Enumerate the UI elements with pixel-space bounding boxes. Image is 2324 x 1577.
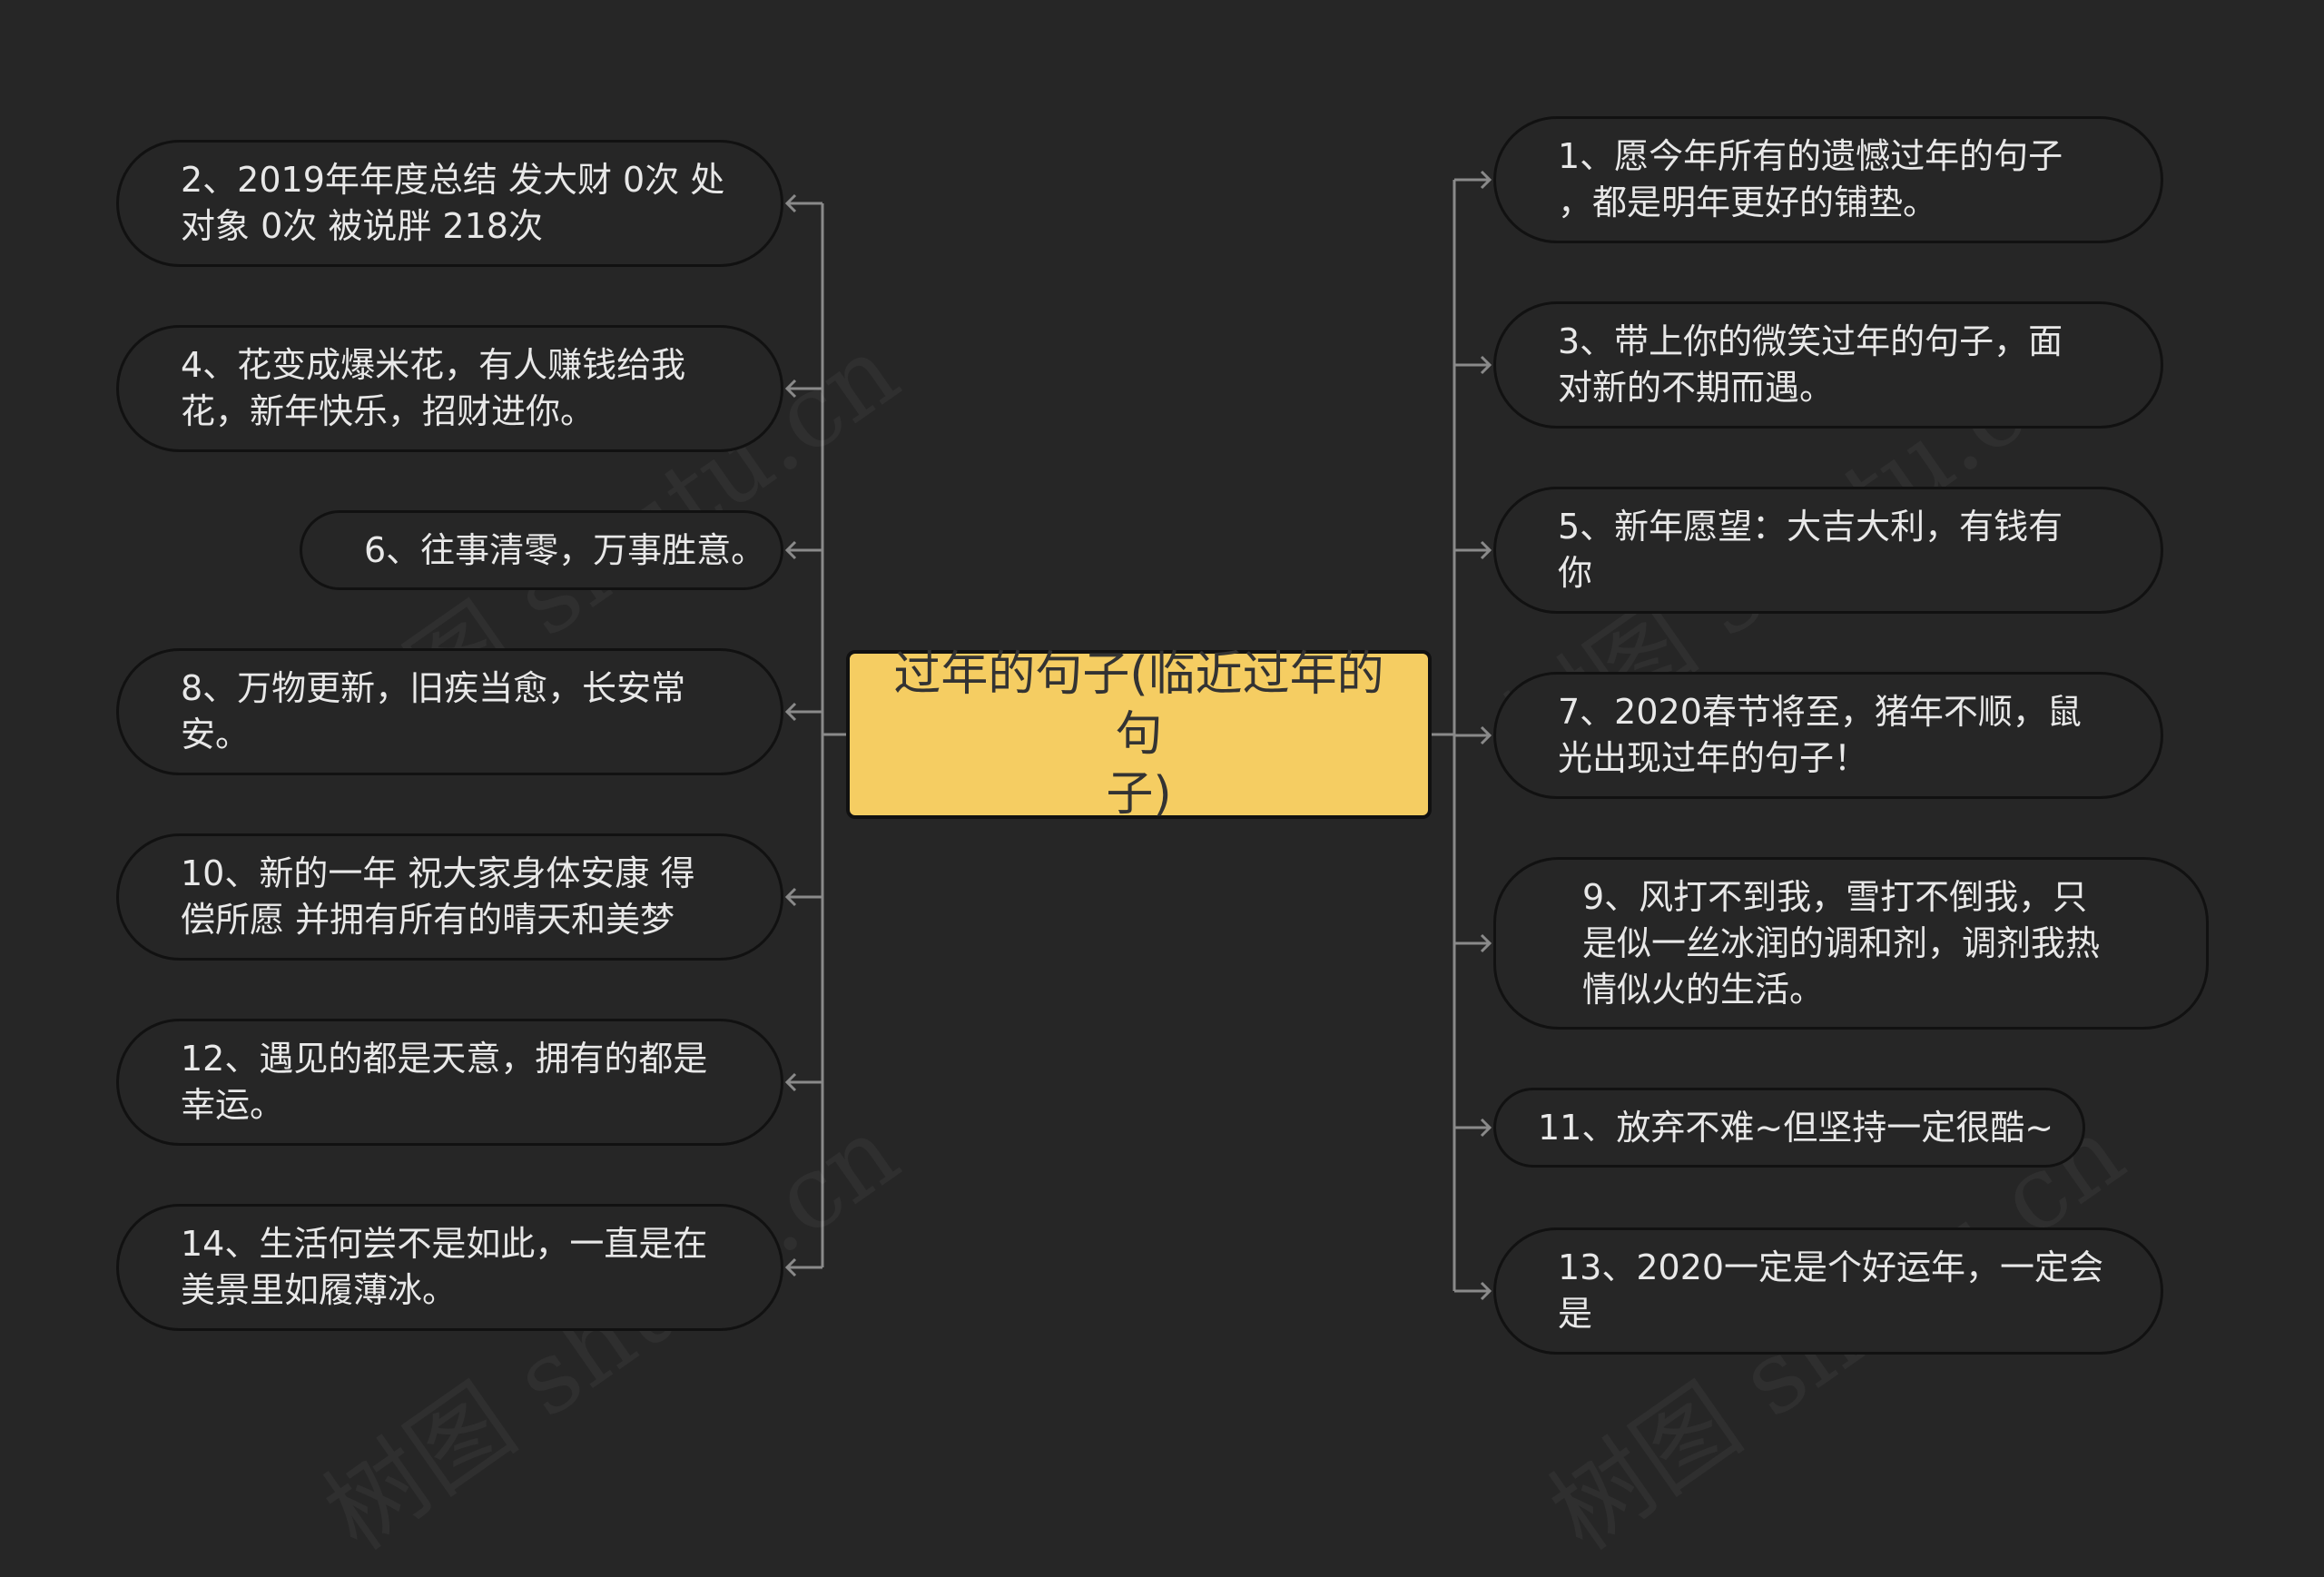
right-node-1[interactable]: 1、愿今年所有的遗憾过年的句子 ，都是明年更好的铺垫。	[1493, 116, 2163, 243]
node-text: 11、放弃不难~但坚持一定很酷~	[1538, 1107, 2054, 1148]
node-text: 7、2020春节将至，猪年不顺，鼠 光出现过年的句子！	[1558, 692, 2082, 778]
right-node-13[interactable]: 13、2020一定是个好运年，一定会 是	[1493, 1227, 2163, 1355]
central-topic[interactable]: 过年的句子(临近过年的句 子)	[846, 647, 1432, 822]
arrow-head	[1480, 1118, 1492, 1138]
arrow-head	[1480, 170, 1492, 190]
node-text: 10、新的一年 祝大家身体安康 得 偿所愿 并拥有所有的晴天和美梦	[181, 853, 695, 940]
arrow-head	[1480, 1281, 1492, 1301]
node-text: 5、新年愿望：大吉大利，有钱有 你	[1558, 507, 2063, 593]
connector-lines	[784, 170, 1492, 1301]
node-text: 3、带上你的微笑过年的句子，面 对新的不期而遇。	[1558, 321, 2063, 408]
arrow-head	[1480, 540, 1492, 560]
node-text: 12、遇见的都是天意，拥有的都是 幸运。	[181, 1039, 708, 1125]
right-node-3[interactable]: 3、带上你的微笑过年的句子，面 对新的不期而遇。	[1493, 301, 2163, 429]
left-node-14[interactable]: 14、生活何尝不是如此，一直是在 美景里如履薄冰。	[116, 1204, 783, 1331]
arrow-head	[784, 540, 797, 560]
left-node-10[interactable]: 10、新的一年 祝大家身体安康 得 偿所愿 并拥有所有的晴天和美梦	[116, 833, 783, 961]
arrow-head	[784, 887, 797, 907]
node-text: 1、愿今年所有的遗憾过年的句子 ，都是明年更好的铺垫。	[1558, 136, 2063, 222]
left-node-6[interactable]: 6、往事清零，万事胜意。	[300, 510, 783, 590]
node-text: 9、风打不到我，雪打不倒我，只 是似一丝冰润的调和剂，调剂我热 情似火的生活。	[1582, 876, 2101, 1010]
left-node-12[interactable]: 12、遇见的都是天意，拥有的都是 幸运。	[116, 1019, 783, 1146]
arrow-head	[784, 193, 797, 213]
left-node-2[interactable]: 2、2019年年度总结 发大财 0次 处 对象 0次 被说胖 218次	[116, 140, 783, 267]
arrow-head	[784, 1072, 797, 1092]
node-text: 14、生活何尝不是如此，一直是在 美景里如履薄冰。	[181, 1224, 708, 1310]
right-node-7[interactable]: 7、2020春节将至，猪年不顺，鼠 光出现过年的句子！	[1493, 672, 2163, 799]
node-text: 2、2019年年度总结 发大财 0次 处 对象 0次 被说胖 218次	[181, 160, 725, 246]
node-text: 13、2020一定是个好运年，一定会 是	[1558, 1247, 2104, 1334]
arrow-head	[784, 379, 797, 399]
left-node-8[interactable]: 8、万物更新，旧疾当愈，长安常 安。	[116, 648, 783, 775]
right-node-11[interactable]: 11、放弃不难~但坚持一定很酷~	[1493, 1088, 2085, 1168]
arrow-head	[1480, 933, 1492, 953]
arrow-head	[1480, 725, 1492, 745]
node-text: 4、花变成爆米花，有人赚钱给我 花，新年快乐，招财进你。	[181, 345, 686, 431]
node-text: 6、往事清零，万事胜意。	[364, 529, 766, 570]
arrow-head	[784, 702, 797, 722]
right-node-9[interactable]: 9、风打不到我，雪打不倒我，只 是似一丝冰润的调和剂，调剂我热 情似火的生活。	[1493, 857, 2209, 1030]
arrow-head	[784, 1257, 797, 1277]
right-node-5[interactable]: 5、新年愿望：大吉大利，有钱有 你	[1493, 487, 2163, 614]
arrow-head	[1480, 355, 1492, 375]
left-node-4[interactable]: 4、花变成爆米花，有人赚钱给我 花，新年快乐，招财进你。	[116, 325, 783, 452]
node-text: 8、万物更新，旧疾当愈，长安常 安。	[181, 668, 686, 754]
